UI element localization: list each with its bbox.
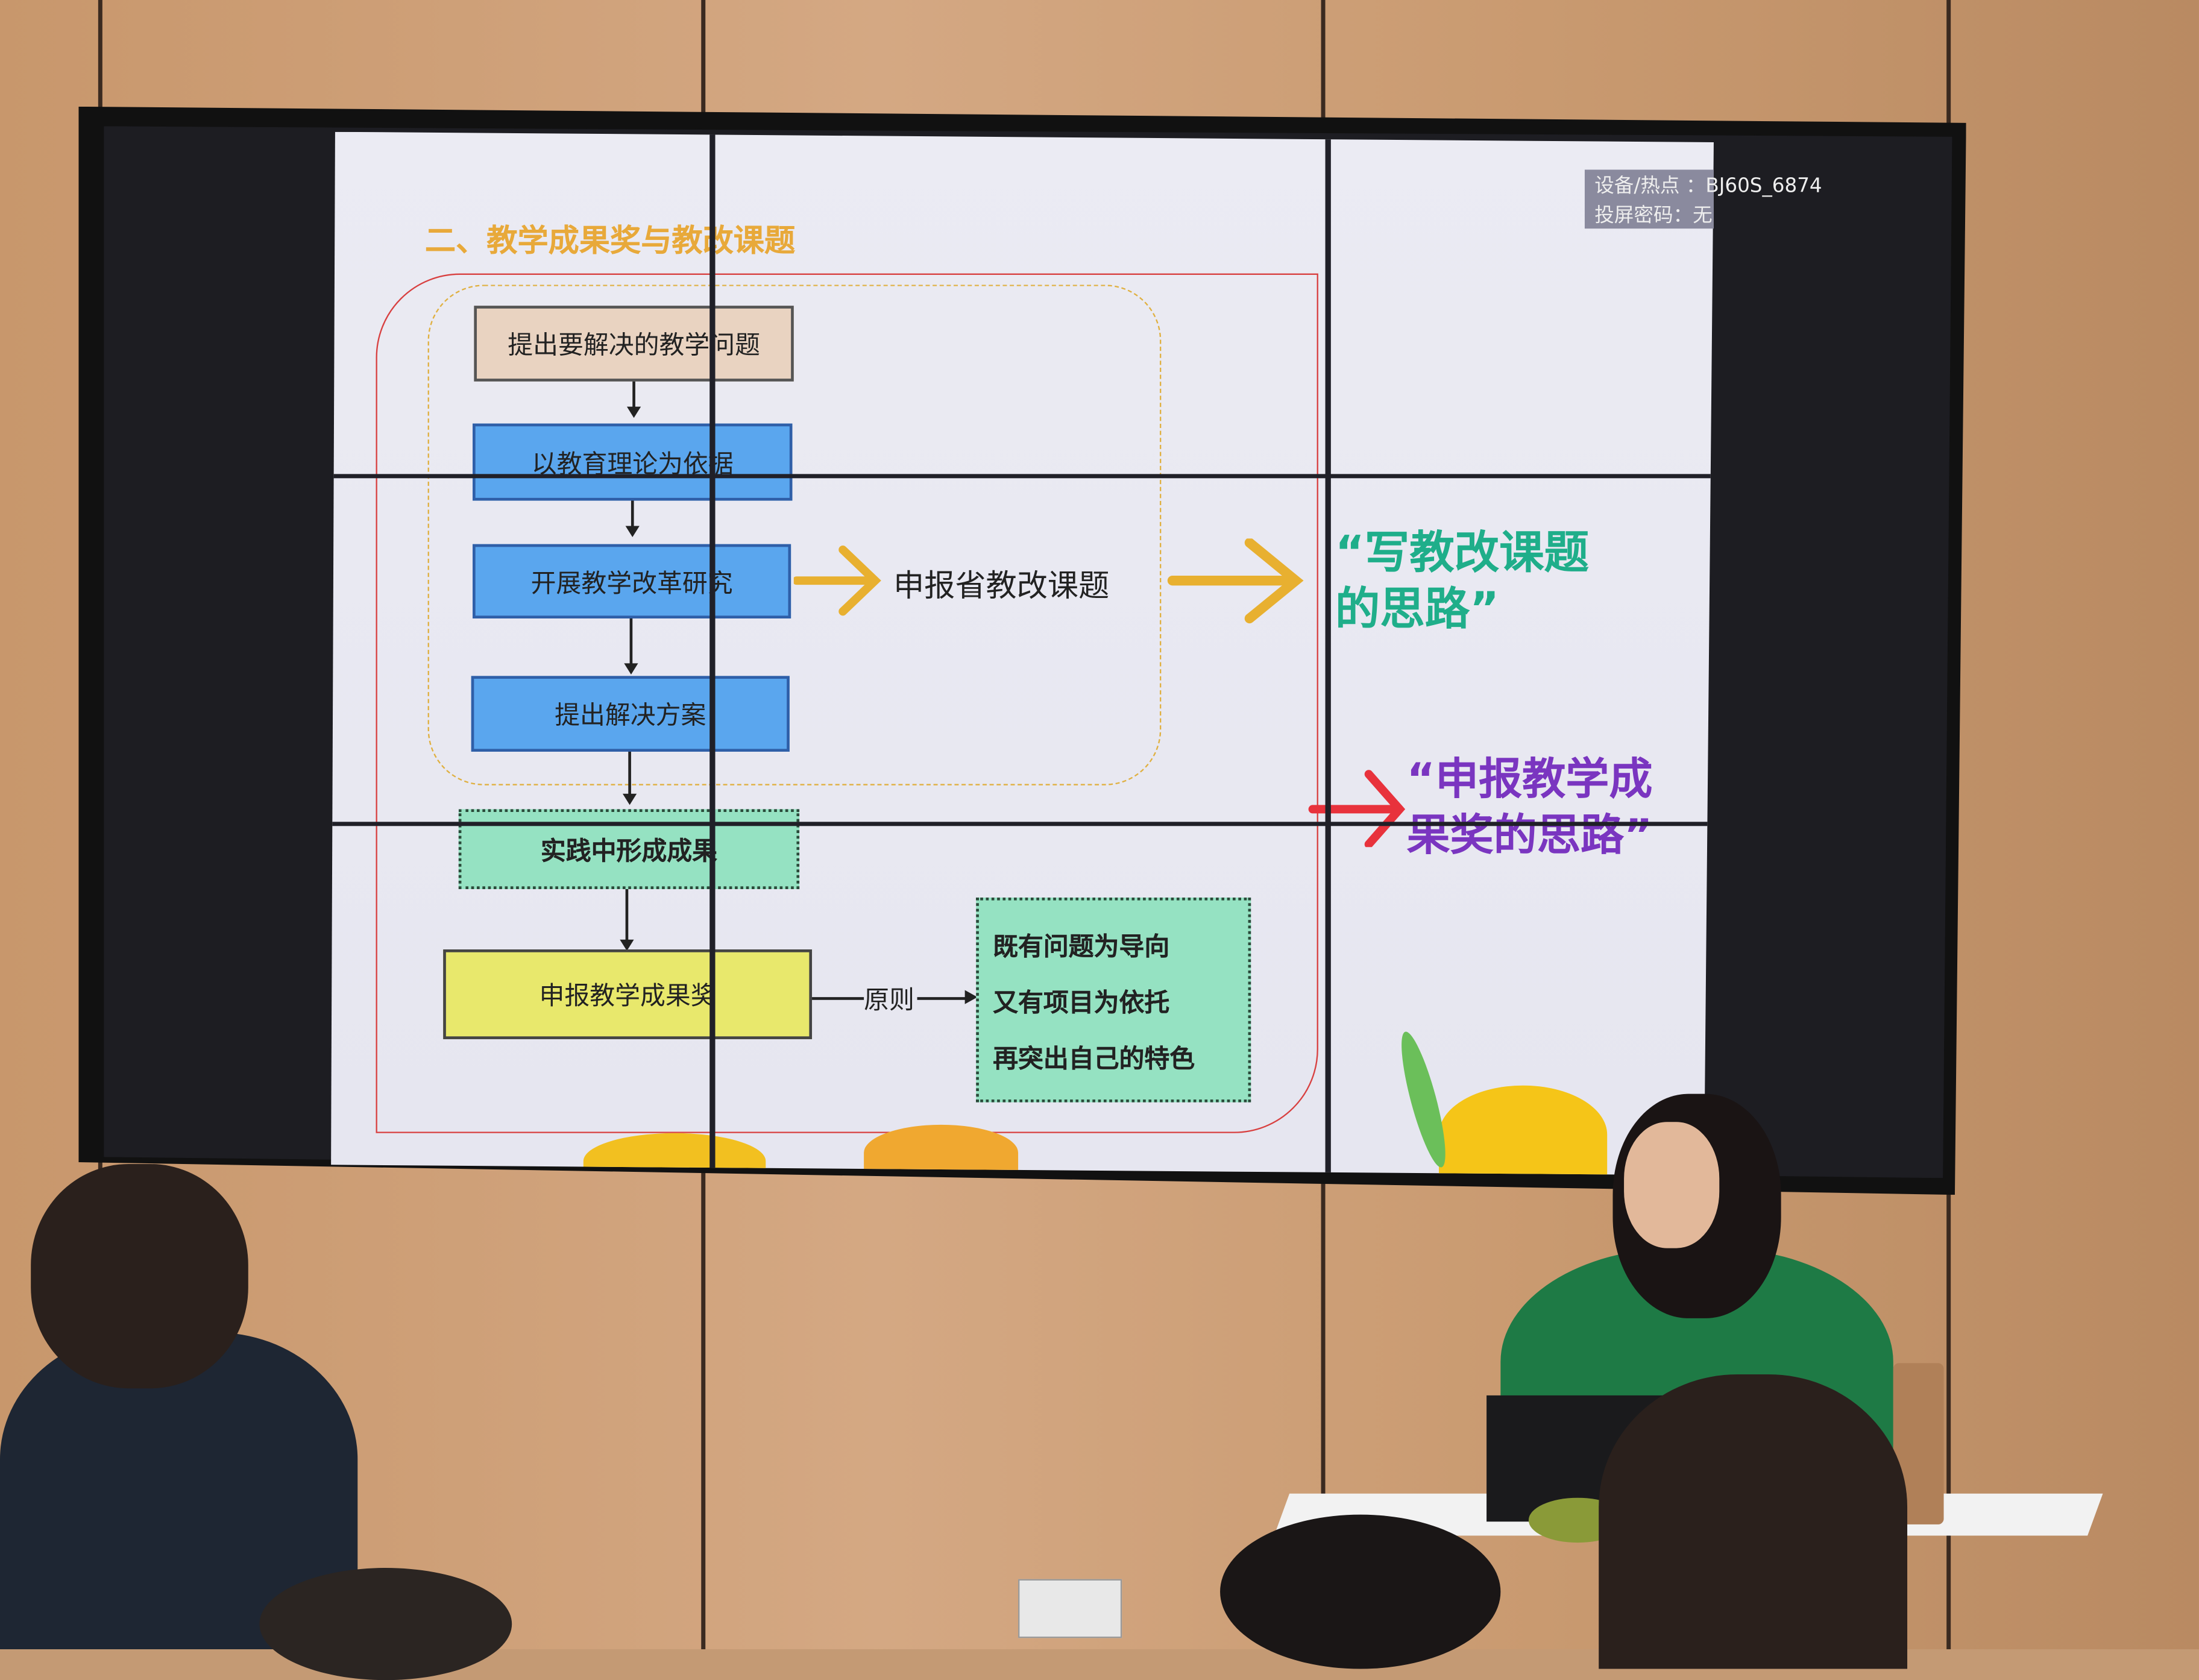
arrow-down-icon — [620, 889, 634, 951]
tile-seam — [331, 474, 1714, 479]
flower-decoration — [1438, 1085, 1608, 1175]
audience-member-head — [31, 1163, 248, 1389]
principle-item: 既有问题为导向 — [993, 933, 1170, 962]
principle-item: 又有项目为依托 — [993, 989, 1170, 1019]
flow-step-1: 提出要解决的教学问题 — [474, 306, 794, 382]
principle-label: 原则 — [864, 986, 914, 1016]
arrow-down-icon — [625, 500, 640, 538]
arrow-right-icon — [793, 546, 881, 616]
cast-password: 投屏密码：无 — [1594, 204, 1713, 227]
outer-frame — [376, 273, 1318, 1133]
audience-member-head — [259, 1568, 512, 1680]
principles-box: 既有问题为导向 又有项目为依托 再突出自己的特色 — [976, 897, 1251, 1103]
flow-step-2: 以教育理论为依据 — [473, 423, 793, 501]
flower-decoration — [864, 1124, 1019, 1175]
presentation-slide: 二、教学成果奖与教改课题 提出要解决的教学问题 以教育理论为依据 开展教学改革研… — [331, 131, 1714, 1175]
presenter-face — [1624, 1122, 1720, 1248]
connector-line — [812, 997, 864, 999]
tile-seam — [1325, 131, 1331, 1175]
arrow-down-icon — [626, 381, 641, 418]
leaf-decoration — [1393, 1028, 1454, 1171]
callout-arrows — [793, 538, 1406, 848]
green-callout: “写教改课题 的思路” — [1335, 526, 1590, 635]
slide-title: 二、教学成果奖与教改课题 — [424, 224, 796, 260]
purple-callout: “申报教学成 果奖的思路” — [1406, 754, 1653, 861]
tile-seam — [709, 131, 716, 1175]
flow-step-3: 开展教学改革研究 — [473, 544, 791, 618]
principle-item: 再突出自己的特色 — [993, 1045, 1195, 1075]
arrow-down-icon — [622, 752, 637, 805]
cast-info-overlay — [1584, 169, 1714, 229]
flow-step-5: 实践中形成成果 — [458, 809, 800, 890]
dashed-group — [427, 285, 1162, 785]
flow-step-4: 提出解决方案 — [471, 676, 790, 752]
wall-outlet — [1018, 1579, 1122, 1638]
arrow-right-icon — [1167, 538, 1304, 624]
audience-member-head — [1220, 1514, 1501, 1669]
flow-step-6: 申报教学成果奖 — [443, 949, 813, 1039]
provincial-project-label: 申报省教改课题 — [893, 569, 1110, 605]
tile-seam — [331, 822, 1714, 826]
audience-member-head — [1599, 1374, 1908, 1669]
connector-line — [917, 997, 968, 999]
arrow-right-icon — [964, 990, 978, 1004]
cast-info-text: 设备/热点 ：BJ60S_6874 投屏密码：无 — [1594, 172, 1822, 231]
device-hotspot: 设备/热点 ：BJ60S_6874 — [1594, 175, 1822, 198]
arrow-down-icon — [624, 618, 638, 675]
